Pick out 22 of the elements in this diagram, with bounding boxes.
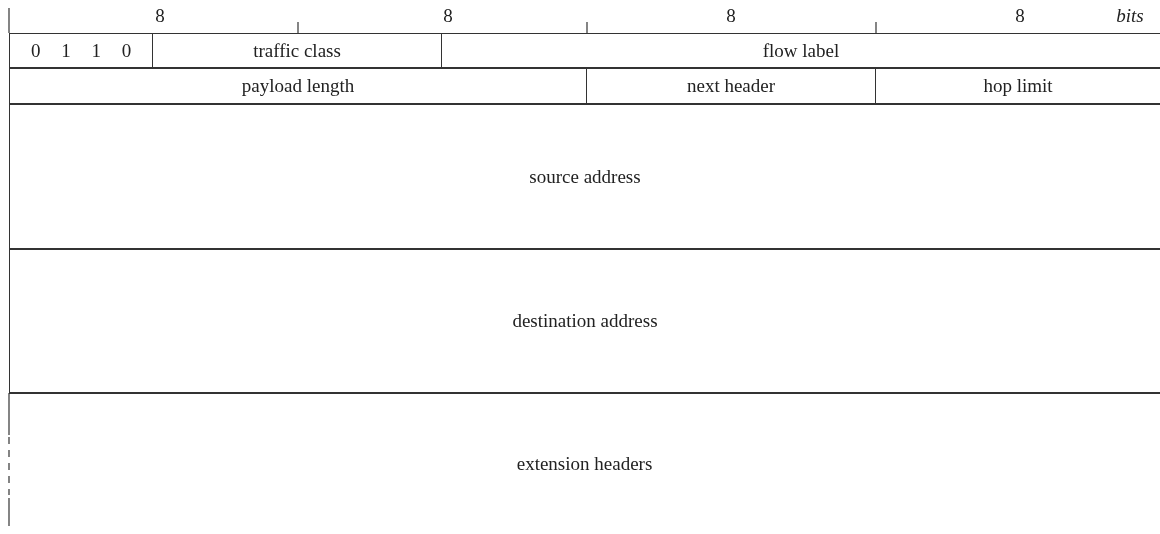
version-bits: 0 1 1 0 — [30, 39, 132, 62]
field-name: traffic class — [253, 39, 341, 62]
bit-width-label: 8 — [1015, 5, 1025, 27]
header-field — [442, 33, 1160, 68]
bit-width-label: 8 — [155, 5, 165, 27]
header-field — [9, 68, 587, 104]
header-field — [153, 33, 442, 68]
header-field — [9, 249, 1160, 393]
field-name: flow label — [762, 39, 840, 62]
field-name: payload length — [241, 75, 355, 97]
bit-width-label: 8 — [726, 5, 736, 27]
bit-width-label: 8 — [443, 5, 453, 27]
header-field — [9, 104, 1160, 249]
unit-label: bits — [1116, 5, 1144, 27]
field-name: destination address — [512, 310, 658, 332]
header-field — [9, 33, 153, 68]
field-name: source address — [529, 165, 641, 188]
field-name: extension headers — [516, 453, 653, 475]
field-name: hop limit — [983, 75, 1053, 97]
field-name: next header — [686, 75, 776, 97]
header-field — [876, 68, 1160, 104]
header-field — [587, 68, 876, 104]
